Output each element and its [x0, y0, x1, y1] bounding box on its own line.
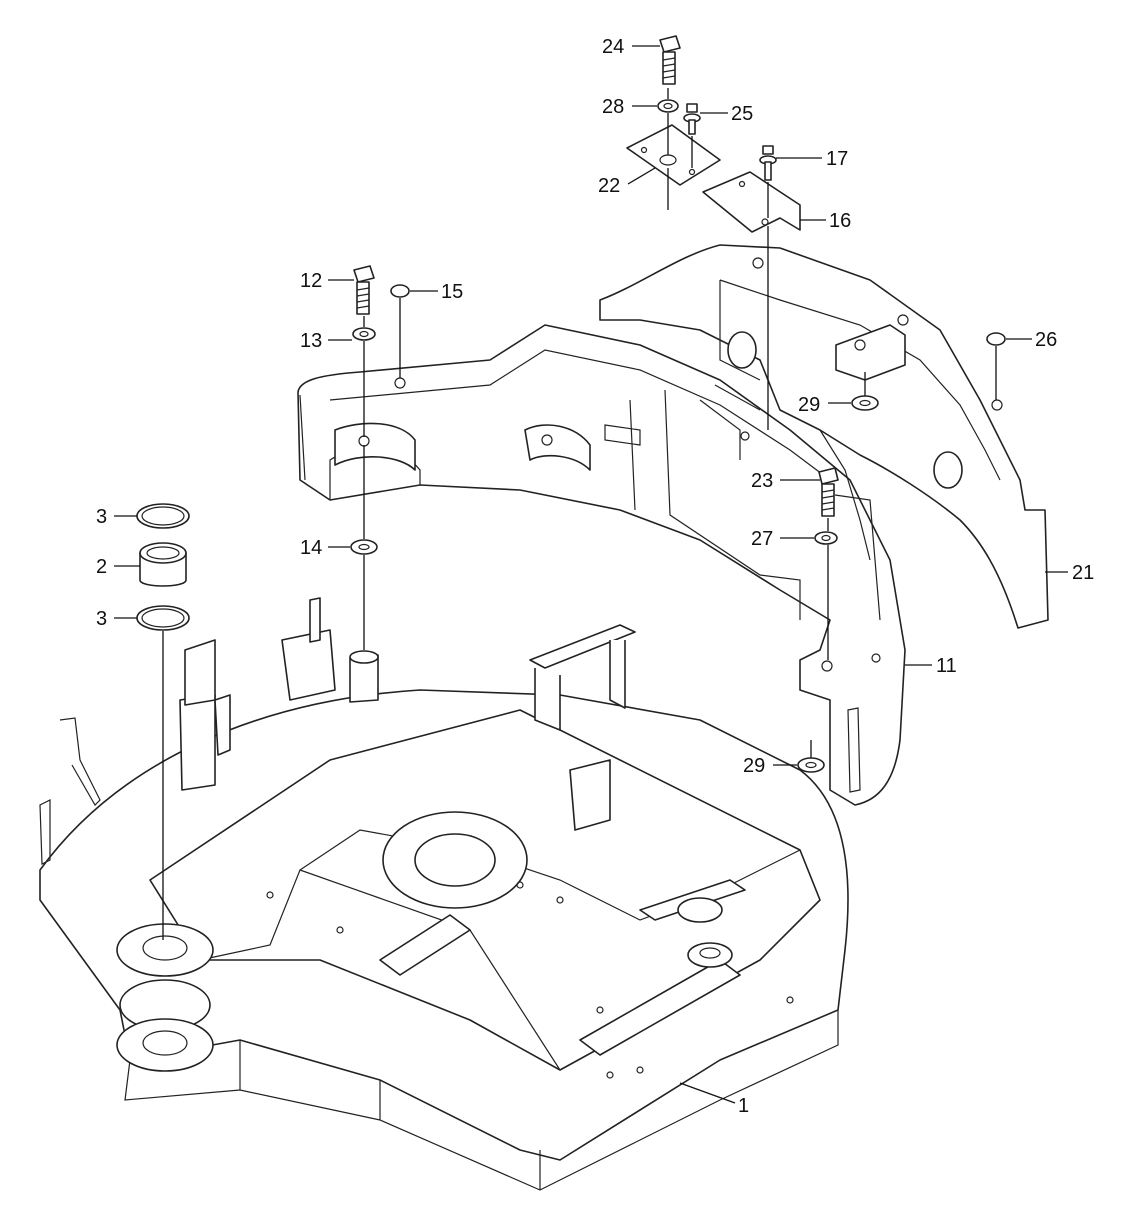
- callout-24: 24: [602, 36, 624, 58]
- callout-22: 22: [598, 175, 620, 197]
- washer-29-upper-part: [851, 395, 879, 411]
- callout-21: 21: [1072, 562, 1094, 584]
- callout-14: 14: [300, 537, 322, 559]
- bolt-17-part: [759, 145, 777, 181]
- counterweight-outer-part: [599, 244, 1049, 629]
- callout-28: 28: [602, 96, 624, 118]
- assembly-lines: [162, 88, 997, 940]
- upper-frame-part: [39, 597, 849, 1191]
- bolt-24-part: [659, 35, 681, 85]
- callout-16: 16: [829, 210, 851, 232]
- callout-labels: 24 28 25 22 17 16 12 15 13 26 29 23 3 14…: [96, 36, 1094, 1117]
- callout-23: 23: [751, 470, 773, 492]
- callout-17: 17: [826, 148, 848, 170]
- washer-14-part: [350, 539, 378, 555]
- counterweight-inner-part: [297, 324, 906, 806]
- bolt-12-part: [353, 265, 375, 315]
- cap-26-part: [986, 332, 1006, 346]
- bushing-2-part: [139, 542, 187, 587]
- callout-25: 25: [731, 103, 753, 125]
- cap-15-part: [390, 284, 410, 298]
- callout-1: 1: [738, 1095, 749, 1117]
- bolt-23-part: [818, 467, 839, 517]
- callout-15: 15: [441, 281, 463, 303]
- callout-3-upper: 3: [96, 506, 107, 528]
- washer-29-lower-part: [797, 757, 825, 773]
- bolt-25-part: [683, 103, 701, 135]
- washer-28-part: [657, 99, 679, 113]
- callout-26: 26: [1035, 329, 1057, 351]
- leader-lines: [114, 45, 1068, 1104]
- callout-2: 2: [96, 556, 107, 578]
- callout-13: 13: [300, 330, 322, 352]
- washer-13-part: [352, 327, 376, 341]
- callout-27: 27: [751, 528, 773, 550]
- callout-12: 12: [300, 270, 322, 292]
- washer-27-part: [814, 531, 838, 545]
- callout-29-lower: 29: [743, 755, 765, 777]
- plate-16-part: [702, 171, 801, 233]
- callout-29-upper: 29: [798, 394, 820, 416]
- callout-3-lower: 3: [96, 608, 107, 630]
- callout-11: 11: [936, 655, 957, 677]
